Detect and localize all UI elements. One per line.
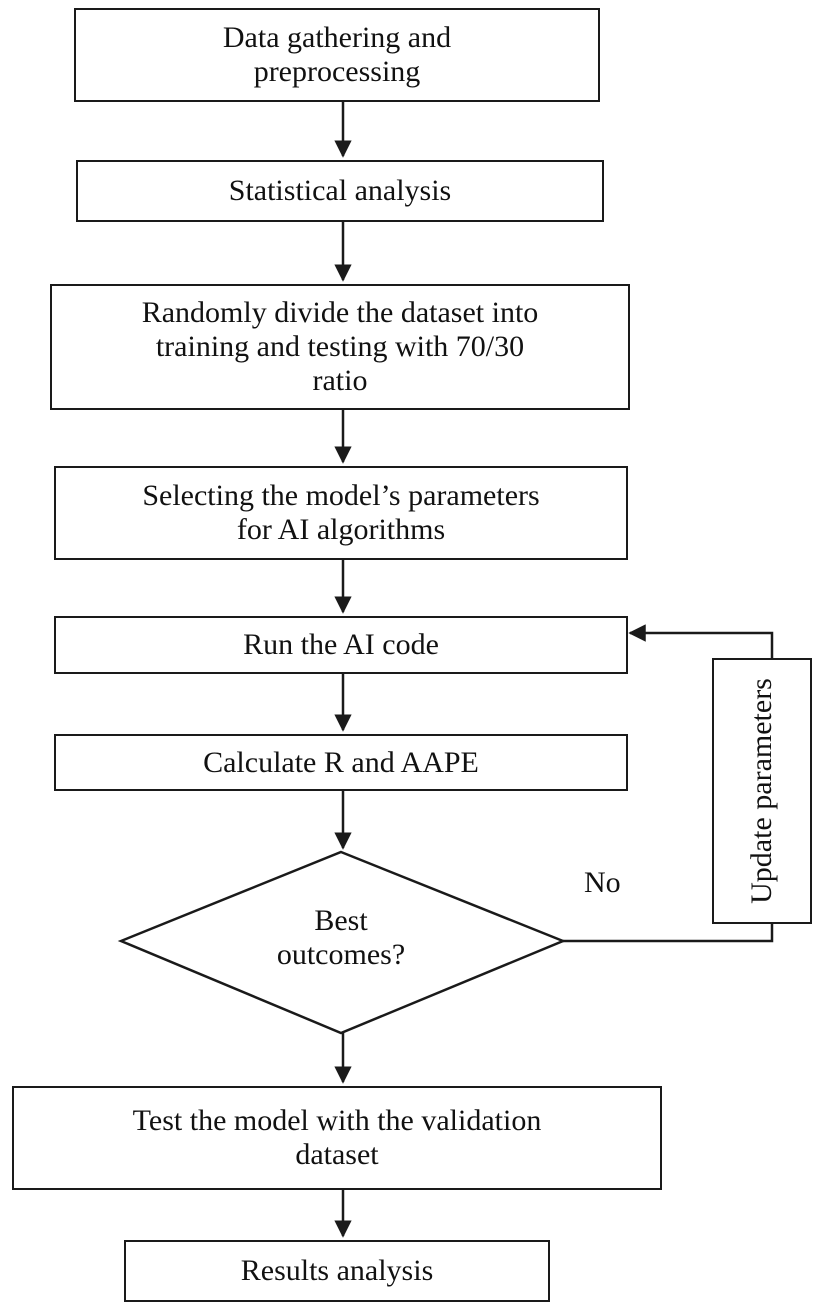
step-run-code-label: Run the AI code [243, 628, 439, 661]
step-statistical-analysis: Statistical analysis [76, 160, 604, 222]
step-statistical-analysis-label: Statistical analysis [228, 174, 452, 207]
step-random-divide: Randomly divide the dataset into trainin… [50, 284, 630, 410]
step-calculate-label: Calculate R and AAPE [203, 745, 479, 779]
loop-return-line [628, 624, 774, 658]
update-parameters-label: Update parameters [745, 678, 778, 904]
step-test-model-label: Test the model with the validation datas… [132, 1104, 542, 1171]
step-run-code: Run the AI code [54, 616, 628, 674]
step-select-parameters-label: Selecting the model’s parameters for AI … [142, 479, 540, 546]
step-calculate: Calculate R and AAPE [54, 734, 628, 791]
step-results-analysis-label: Results analysis [240, 1254, 434, 1287]
step-data-gathering-label: Data gathering and preprocessing [222, 21, 452, 88]
decision-diamond [117, 850, 567, 1035]
update-parameters-box: Update parameters [712, 658, 812, 924]
decision-label: Best outcomes? [276, 904, 406, 971]
no-label: No [584, 866, 621, 899]
step-results-analysis: Results analysis [124, 1240, 550, 1302]
step-test-model: Test the model with the validation datas… [12, 1086, 662, 1190]
step-select-parameters: Selecting the model’s parameters for AI … [54, 466, 628, 560]
loop-no-line [563, 924, 774, 943]
step-random-divide-label: Randomly divide the dataset into trainin… [141, 296, 539, 397]
step-data-gathering: Data gathering and preprocessing [74, 8, 600, 102]
